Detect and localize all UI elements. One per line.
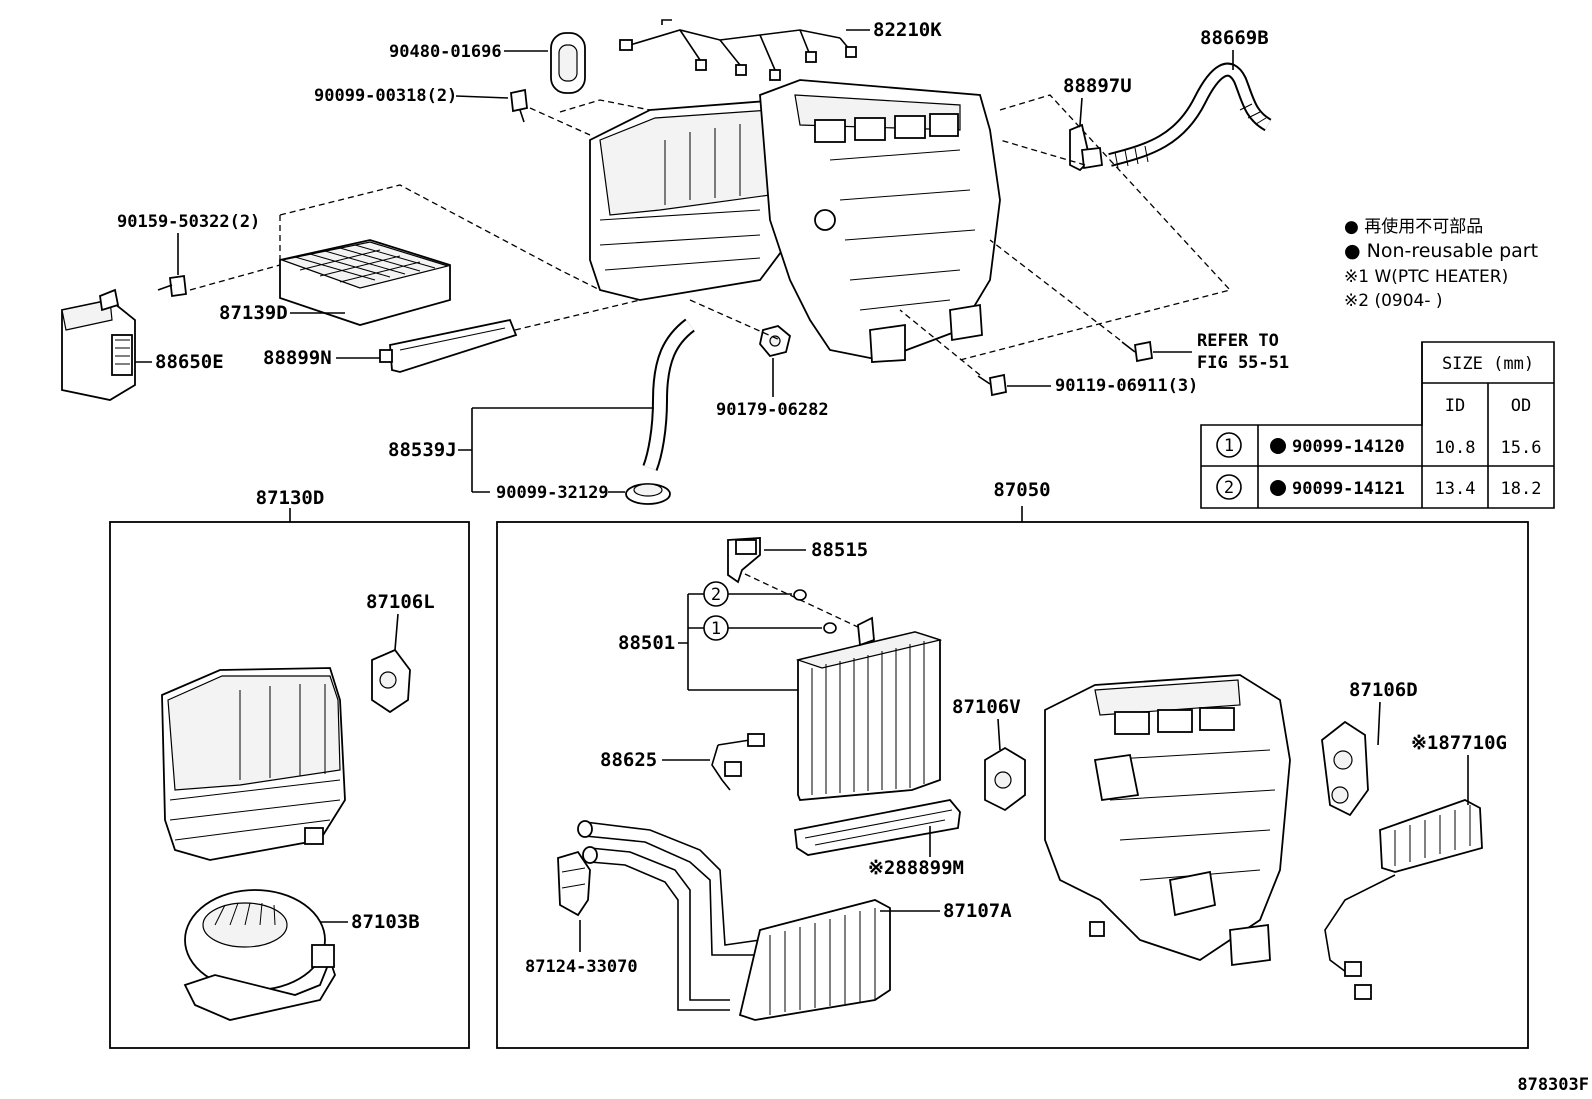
label-90099-00318: 90099-00318(2) xyxy=(314,86,457,106)
label-88515: 88515 xyxy=(811,539,868,561)
nut-90179 xyxy=(759,325,792,358)
legend-en: ● Non-reusable part xyxy=(1344,240,1538,262)
legend-note1: ※1 W(PTC HEATER) xyxy=(1344,267,1508,287)
screw-90119 xyxy=(977,373,1007,397)
label-90119-06911: 90119-06911(3) xyxy=(1055,376,1198,396)
box-87050: 87050 88515 2 1 88501 88625 871 xyxy=(496,479,1529,1049)
top-labels: 90480-01696 82210K 88669B 90099-00318(2)… xyxy=(117,19,1289,503)
mark-1: 1 xyxy=(711,619,721,639)
row2-part: 90099-14121 xyxy=(1292,479,1405,499)
sensor-88897u xyxy=(1069,123,1103,172)
label-refer-to: REFER TO xyxy=(1197,331,1279,351)
row2-mark: 2 xyxy=(1224,478,1234,498)
hose-88669b xyxy=(1108,62,1272,169)
label-88625: 88625 xyxy=(600,749,657,771)
cover-88899n xyxy=(379,318,518,373)
label-87107a: 87107A xyxy=(943,900,1012,922)
label-88899m: ※288899M xyxy=(868,857,964,879)
label-87103b: 87103B xyxy=(351,911,420,933)
grommet-90480 xyxy=(550,32,586,94)
row1-mark: 1 xyxy=(1224,436,1234,456)
label-82210k: 82210K xyxy=(873,19,942,41)
label-87139d: 87139D xyxy=(219,302,288,324)
label-87124-33070: 87124-33070 xyxy=(525,957,638,977)
amplifier-88650e xyxy=(61,288,136,401)
box-87130d: 87130D 87106L 87103B xyxy=(109,487,470,1049)
label-87050: 87050 xyxy=(993,479,1050,501)
hvac-unit-top xyxy=(589,19,1001,363)
label-90159-50322: 90159-50322(2) xyxy=(117,212,260,232)
legend-note2: ※2 (0904- ) xyxy=(1344,291,1443,311)
col-id: ID xyxy=(1445,396,1465,416)
screw-refer xyxy=(1121,340,1153,363)
row1-part: 90099-14120 xyxy=(1292,437,1405,457)
size-table: SIZE (mm) ID OD 1 90099-14120 10.8 15.6 … xyxy=(1200,341,1555,509)
label-87106l: 87106L xyxy=(366,591,435,613)
label-refer-fig: FIG 55-51 xyxy=(1197,353,1289,373)
label-90480-01696: 90480-01696 xyxy=(389,42,502,62)
mark-2: 2 xyxy=(711,585,721,605)
legend: ● 再使用不可部品 ● Non-reusable part ※1 W(PTC H… xyxy=(1344,216,1538,311)
label-87710g: ※187710G xyxy=(1411,732,1507,754)
row1-od: 15.6 xyxy=(1501,438,1542,458)
row2-od: 18.2 xyxy=(1501,479,1542,499)
label-90179-06282: 90179-06282 xyxy=(716,400,829,420)
label-87106d: 87106D xyxy=(1349,679,1418,701)
label-88897u: 88897U xyxy=(1063,75,1132,97)
label-88539j: 88539J xyxy=(388,439,457,461)
col-od: OD xyxy=(1511,396,1531,416)
label-88669b: 88669B xyxy=(1200,27,1269,49)
screw-90099-00318 xyxy=(510,88,528,123)
label-87106v: 87106V xyxy=(952,696,1021,718)
figure-number: 878303F xyxy=(1517,1075,1589,1095)
label-88899n: 88899N xyxy=(263,347,332,369)
label-88650e: 88650E xyxy=(155,351,224,373)
row1-id: 10.8 xyxy=(1435,438,1476,458)
label-88501: 88501 xyxy=(618,632,675,654)
size-title: SIZE (mm) xyxy=(1442,354,1534,374)
label-90099-32129: 90099-32129 xyxy=(496,483,609,503)
drain-hose-88539j xyxy=(625,318,696,505)
assembly-lines-top xyxy=(189,94,1232,376)
legend-jp: ● 再使用不可部品 xyxy=(1344,216,1483,237)
screw-90159 xyxy=(157,274,187,298)
air-filter-87139d xyxy=(279,239,451,326)
row2-id: 13.4 xyxy=(1435,479,1476,499)
label-87130d: 87130D xyxy=(256,487,325,509)
